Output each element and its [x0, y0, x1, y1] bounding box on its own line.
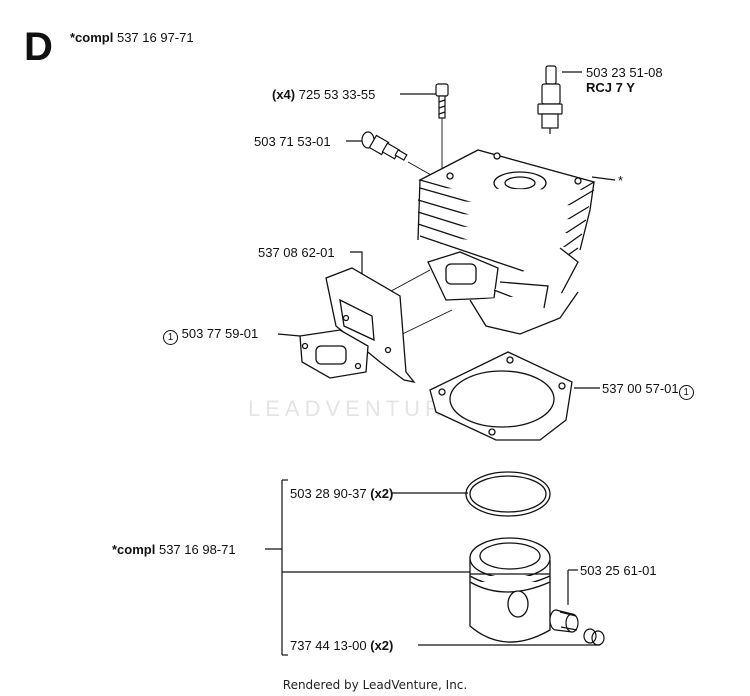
assembly-piston-number: 537 16 98-71: [158, 542, 236, 557]
assembly-piston-prefix: *compl: [112, 542, 156, 557]
decomp-valve-icon: [361, 131, 408, 161]
assembly-top-number: 537 16 97-71: [116, 30, 194, 45]
needle-bearing-icon: [549, 609, 579, 633]
leader-exhaust-gasket: [277, 333, 301, 337]
base-gasket-number: 537 00 57-01: [602, 381, 679, 396]
heat-shield-number: 537 08 62-01: [258, 245, 335, 260]
footer-credit: Rendered by LeadVenture, Inc.: [282, 678, 468, 692]
spark-plug-type: RCJ 7 Y: [586, 80, 635, 95]
screw-label: (x4) 725 53 33-55: [272, 87, 375, 102]
leader-cylinder: [591, 176, 616, 181]
circlip-label: 737 44 13-00 (x2): [290, 638, 393, 653]
circlip-icon: [583, 628, 605, 646]
spark-plug-number: 503 23 51-08: [586, 65, 663, 80]
section-letter: D: [24, 25, 53, 69]
heat-shield-icon: [325, 267, 416, 383]
piston-ring-label: 503 28 90-37 (x2): [290, 486, 393, 501]
base-gasket-icon: [429, 351, 573, 441]
assembly-top-label: *compl 537 16 97-71: [70, 30, 194, 45]
note-1-badge: 1: [163, 330, 178, 345]
circlip-qty: (x2): [370, 638, 394, 653]
note-1-badge: 1: [678, 385, 694, 400]
needle-bearing-number: 503 25 61-01: [580, 563, 657, 578]
exhaust-gasket-icon: [299, 329, 369, 379]
screw-qty: (x4): [272, 87, 296, 102]
decomp-valve-number: 503 71 53-01: [254, 134, 331, 149]
exhaust-gasket-number: 503 77 59-01: [181, 326, 259, 341]
piston-ring-icon: [465, 471, 551, 517]
spark-plug-icon: [537, 65, 563, 134]
screw-icon: [435, 83, 449, 119]
circlip-number: 737 44 13-00: [290, 638, 367, 653]
exhaust-gasket-label: 1 503 77 59-01: [163, 326, 258, 345]
cylinder-icon: [417, 149, 596, 335]
piston-icon: [469, 537, 551, 643]
assembly-piston-label: *compl 537 16 98-71: [112, 542, 236, 557]
watermark: LEADVENTURE: [248, 396, 466, 421]
piston-ring-number: 503 28 90-37: [290, 486, 367, 501]
screw-number: 725 53 33-55: [298, 87, 376, 102]
piston-ring-qty: (x2): [370, 486, 394, 501]
assembly-top-prefix: *compl: [70, 30, 114, 45]
cylinder-marker: *: [618, 173, 624, 188]
